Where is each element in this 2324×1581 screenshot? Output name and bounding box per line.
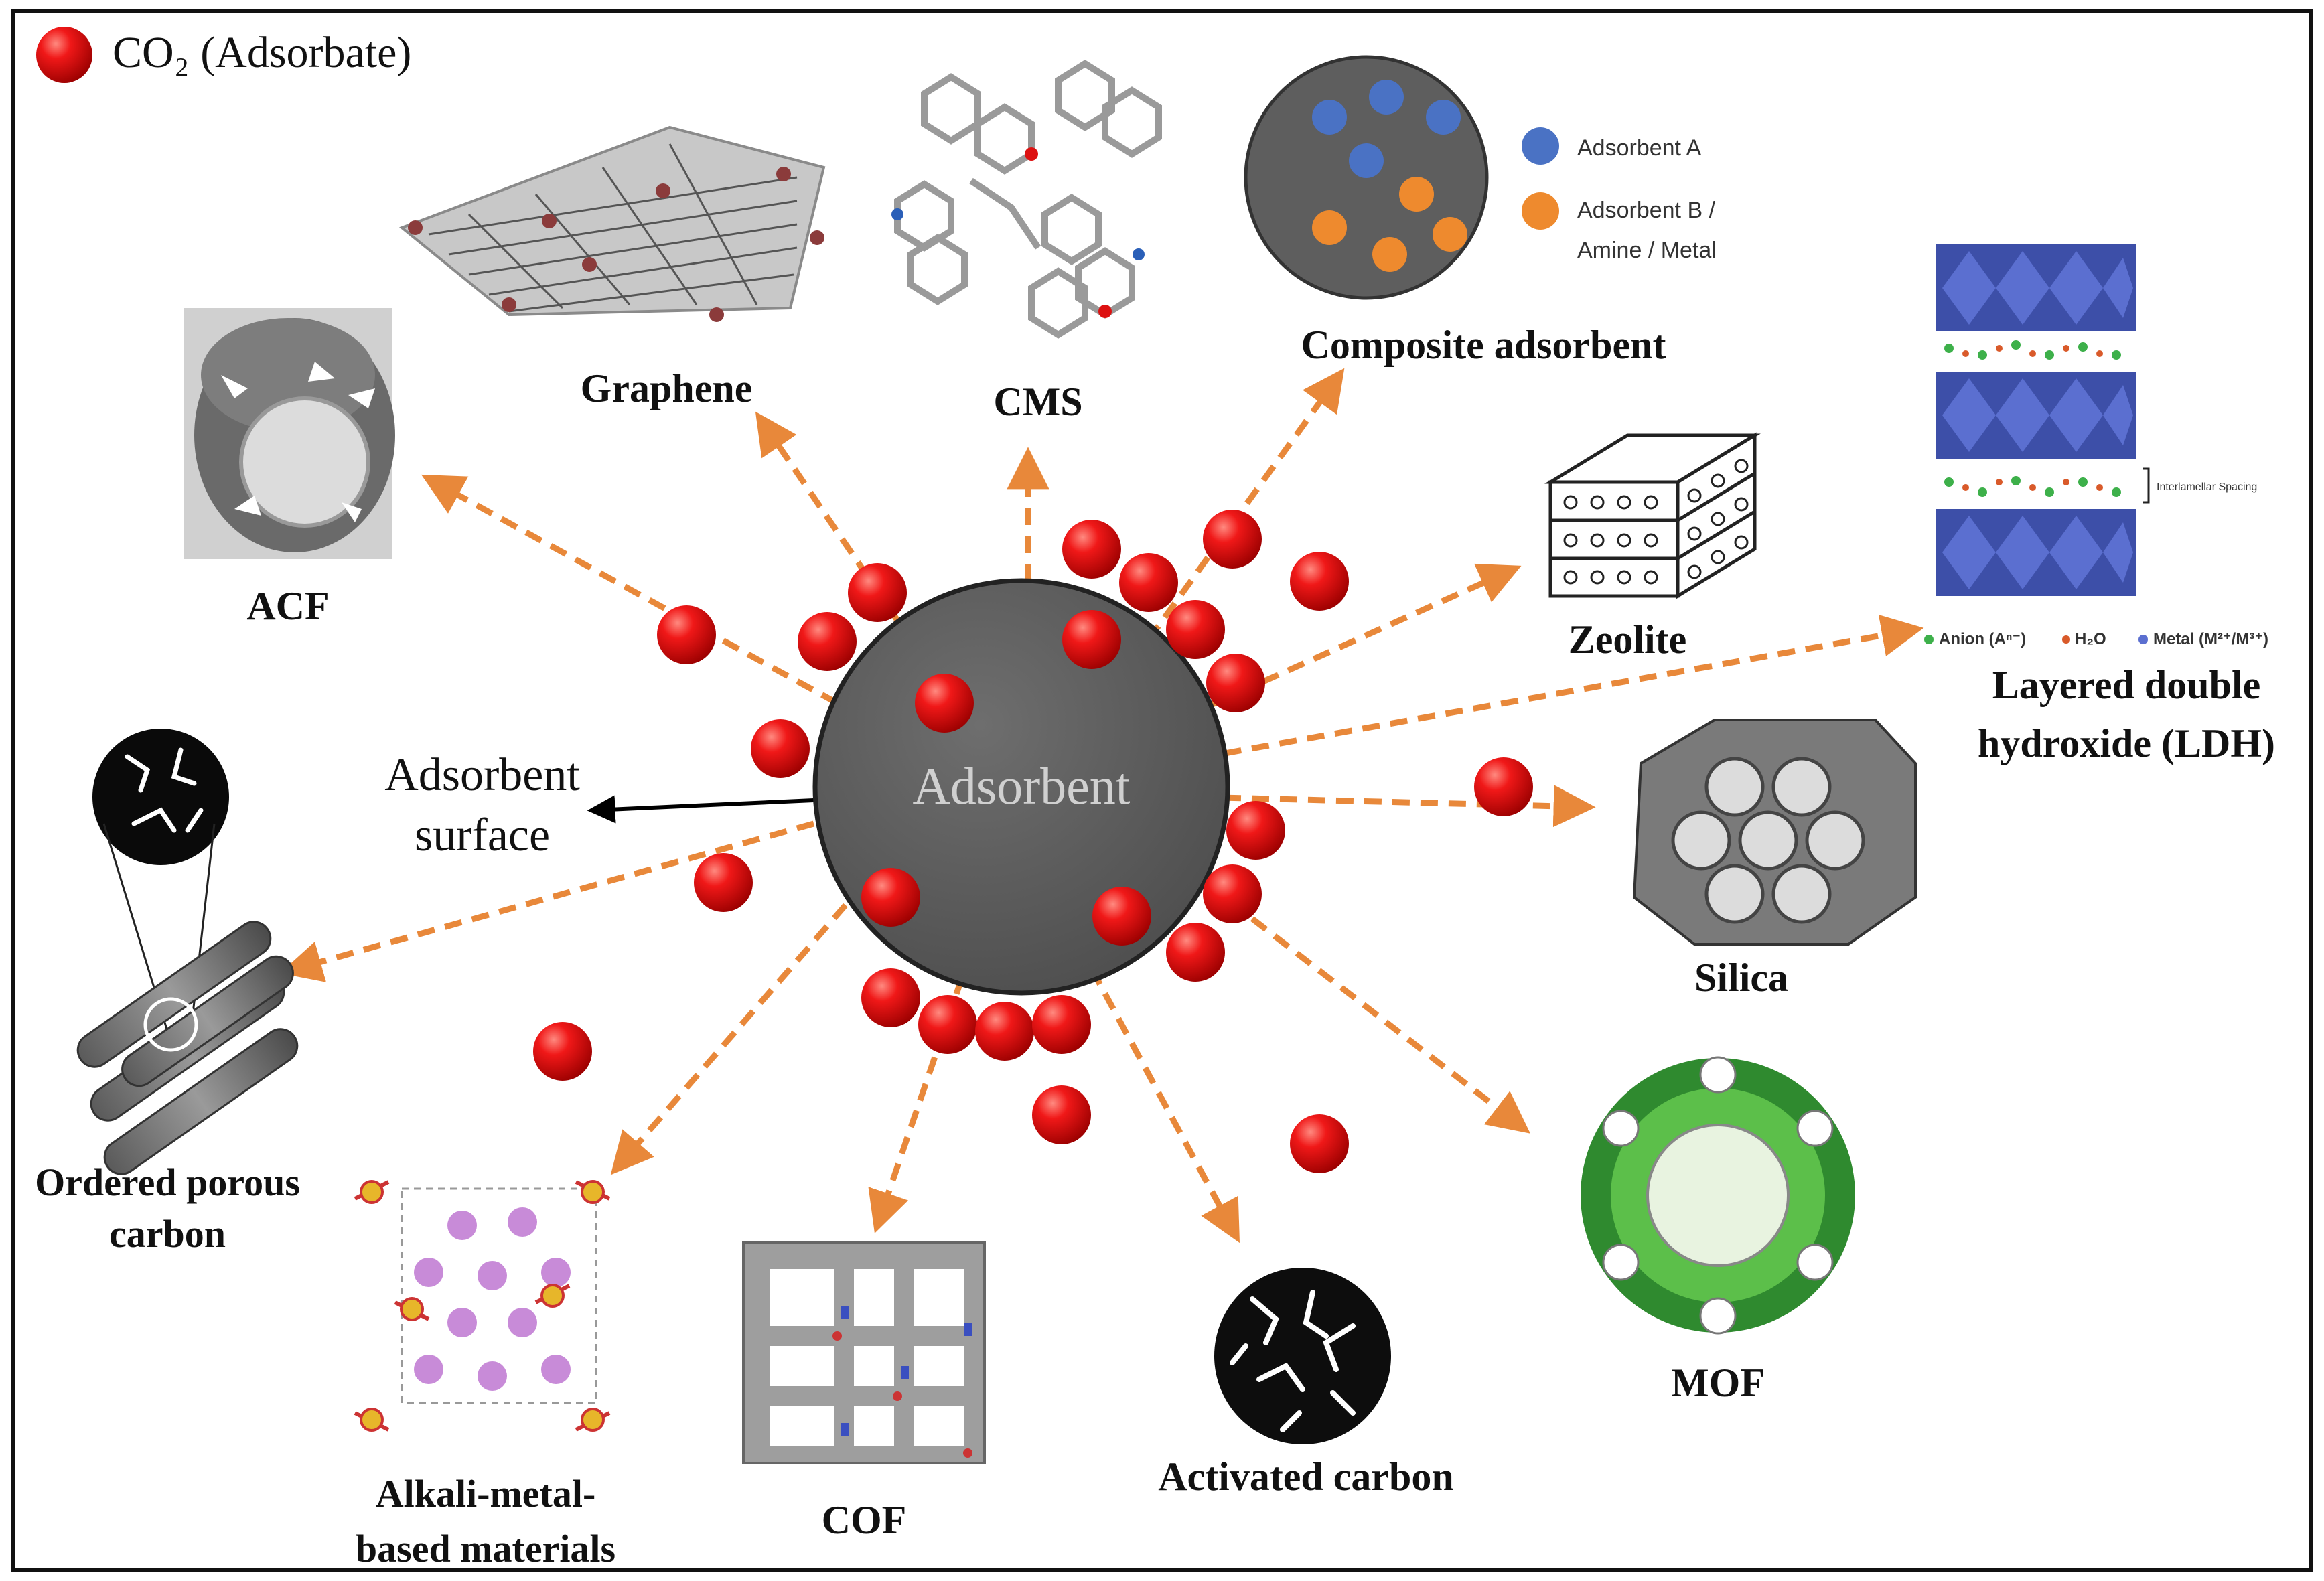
composite-legend-b-line2: Amine / Metal [1577,238,1717,263]
ldh-label-line1: Layered double [1992,663,2261,707]
composite-illustration [1244,55,1559,300]
composite-legend-b-line1: Adsorbent B / [1577,198,1716,223]
silica-label: Silica [1694,956,1788,1000]
arrow-alkali [610,882,867,1175]
arrow-adsorbent-surface [587,795,814,824]
mof-label: MOF [1671,1361,1765,1405]
metal-swatch [2138,635,2148,644]
silica-illustration [1632,719,1917,946]
co2-molecule [1092,887,1151,946]
co2-molecule [1032,995,1091,1054]
water-swatch [2062,635,2070,644]
co2-molecule [975,1002,1034,1061]
anion-swatch [1924,635,1934,644]
zeolite-label: Zeolite [1569,617,1687,662]
co2-legend-label: CO₂ (Adsorbate) [113,28,411,77]
alkali-label-line1: Alkali-metal- [376,1472,596,1515]
ldh-anion-label: Anion (Aⁿ⁻) [1939,630,2026,648]
co2-molecules [533,510,1533,1173]
activated-carbon-label: Activated carbon [1158,1454,1454,1499]
activated-carbon-illustration [1214,1268,1391,1444]
co2-molecule [1474,757,1533,816]
co2-molecule [1062,610,1121,669]
co2-molecule [861,868,920,927]
arrow-graphene [755,411,934,672]
acf-label: ACF [246,584,329,628]
legend: CO₂ (Adsorbate) [36,27,411,83]
ordered-carbon-illustration [76,729,299,1175]
co2-molecule [533,1022,592,1081]
cof-label: COF [822,1498,907,1542]
co2-molecule [1166,923,1225,982]
composite-legend-a: Adsorbent A [1577,135,1702,161]
alkali-illustration [354,1180,611,1432]
ldh-label-line2: hydroxide (LDH) [1978,721,2275,765]
composite-label: Composite adsorbent [1301,323,1666,367]
co2-molecule [1290,552,1349,611]
co2-molecule [1203,864,1262,923]
co2-molecule [657,605,716,664]
cms-illustration [891,60,1162,339]
surface-label-line1: Adsorbent [384,749,580,801]
co2-molecule [918,995,977,1054]
arrow-activated-carbon [1076,942,1240,1244]
co2-molecule [751,719,810,778]
ldh-water-label: H₂O [2075,630,2106,648]
arrow-ldh [1168,614,1924,767]
alkali-label-line2: based materials [356,1527,615,1570]
arrow-cof [868,950,974,1233]
adsorbent-a-swatch [1522,127,1559,165]
ldh-illustration [1924,244,2150,644]
co2-molecule [1203,510,1262,569]
ldh-metal-label: Metal (M²⁺/M³⁺) [2153,630,2268,648]
ldh-spacing-label: Interlamellar Spacing [2157,481,2257,493]
ordered-carbon-label-line1: Ordered porous [35,1160,300,1204]
adsorbent-label: Adsorbent [913,757,1131,815]
adsorbent-b-swatch [1522,192,1559,230]
cof-illustration [742,1241,986,1464]
arrow-ordered-carbon [279,820,815,982]
co2-molecule [694,853,753,912]
co2-molecule [1119,553,1178,612]
co2-molecule [848,563,907,622]
co2-molecule [861,968,920,1027]
acf-illustration [184,308,395,559]
graphene-label: Graphene [581,366,753,410]
co2-legend-icon [36,27,92,83]
mof-illustration [1581,1056,1855,1335]
ordered-carbon-label-line2: carbon [109,1212,226,1256]
surface-label-line2: surface [415,810,550,861]
zeolite-illustration [1544,432,1761,599]
co2-molecule [1166,600,1225,659]
graphene-illustration [399,125,826,322]
co2-molecule [915,674,974,733]
cms-label: CMS [993,380,1082,424]
outer-frame [11,9,2313,1572]
co2-molecule [1062,520,1121,579]
co2-molecule [1290,1114,1349,1173]
co2-molecule [1206,654,1265,712]
arrow-acf [421,474,839,706]
co2-molecule [1032,1085,1091,1144]
co2-molecule [798,612,857,671]
co2-molecule [1226,801,1285,860]
